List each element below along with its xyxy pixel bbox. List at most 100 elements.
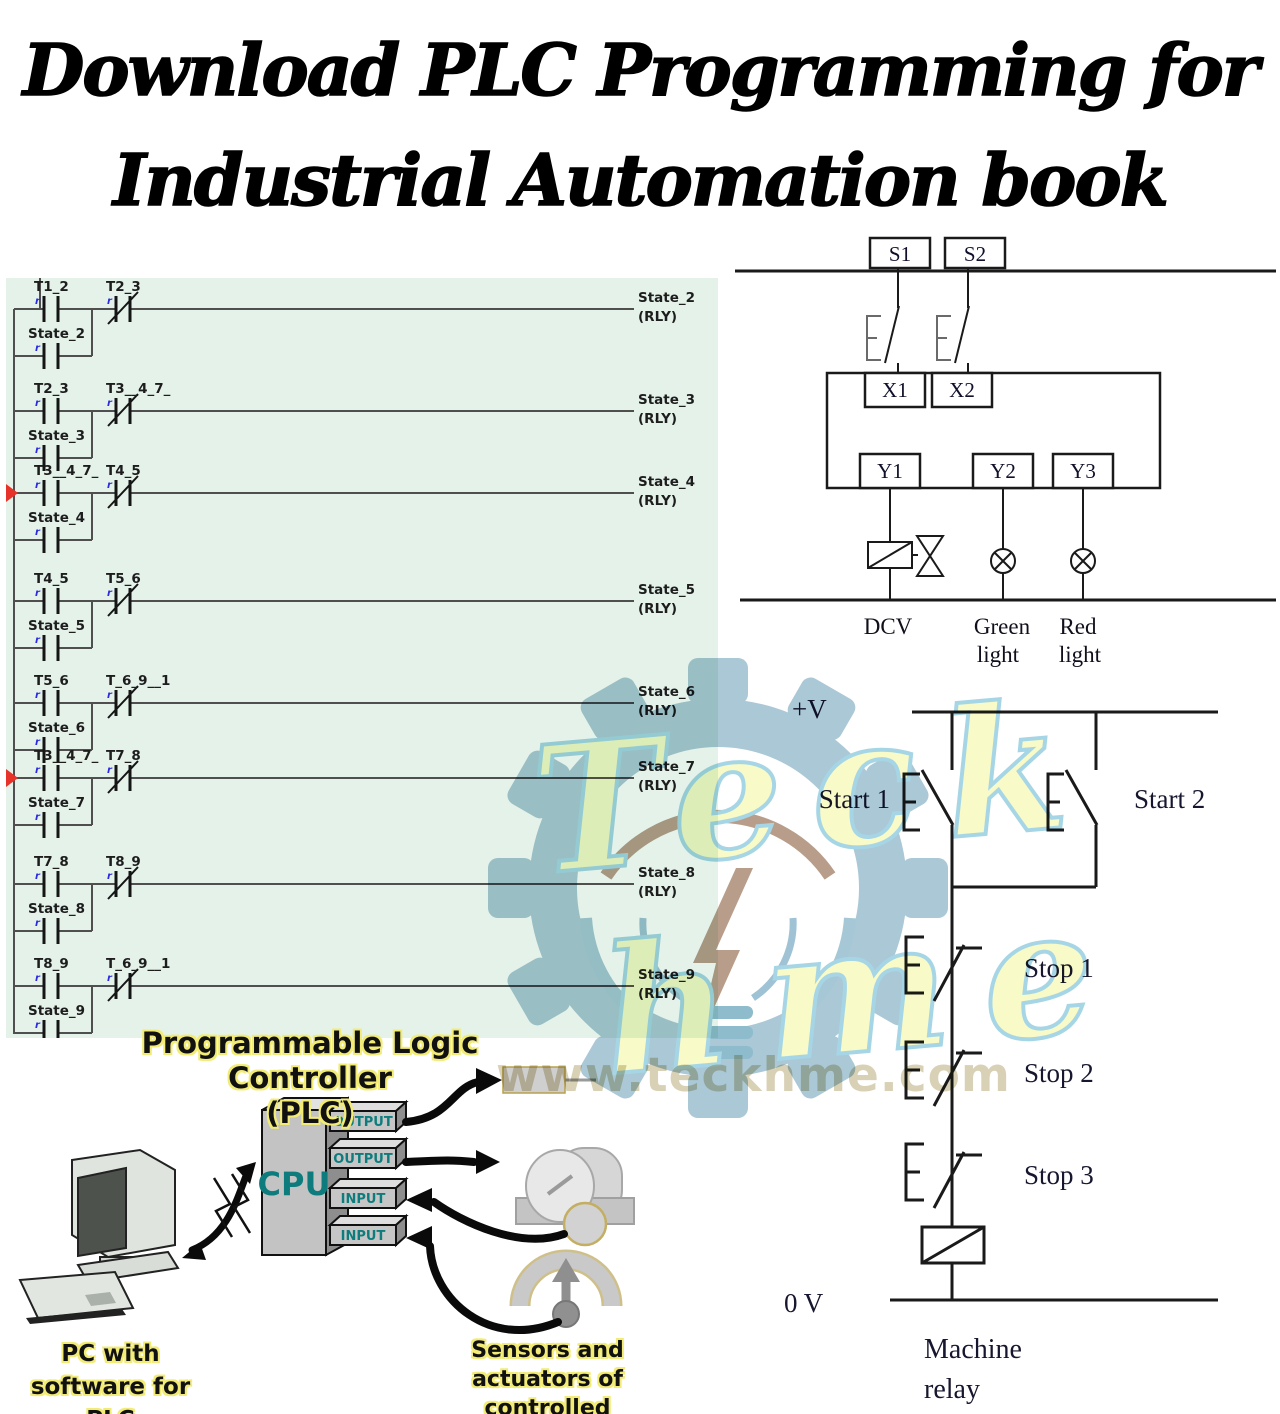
coil-output-label: State_8 — [638, 865, 695, 881]
branch-contact-label: State_4 — [28, 510, 85, 526]
green-lamp-symbol — [990, 548, 1016, 574]
svg-text:r: r — [107, 588, 113, 599]
contact-label: T7_8 — [106, 748, 141, 764]
stop1-label: Stop 1 — [1024, 953, 1094, 983]
contact-label: T8_9 — [34, 956, 69, 972]
svg-text:r: r — [35, 690, 41, 701]
svg-text:r: r — [35, 445, 41, 456]
svg-text:r: r — [35, 296, 41, 307]
svg-text:r: r — [107, 765, 113, 776]
dcv-label: DCV — [864, 614, 913, 639]
io-module-label: INPUT — [341, 1192, 386, 1207]
coil-output-label: State_9 — [638, 967, 695, 983]
io-arrows — [402, 1078, 568, 1335]
stop2-label: Stop 2 — [1024, 1058, 1094, 1088]
pc-caption-line1: PC with software for — [30, 1341, 191, 1400]
plus-v-label: +V — [792, 694, 827, 724]
start1-label: Start 1 — [819, 784, 890, 814]
branch-contact-label: State_7 — [28, 795, 85, 811]
keyboard — [18, 1270, 135, 1320]
svg-text:r: r — [35, 588, 41, 599]
switch-s2-label: S2 — [964, 242, 986, 266]
svg-text:r: r — [35, 527, 41, 538]
svg-text:r: r — [35, 480, 41, 491]
coil-output-label: State_6 — [638, 684, 695, 700]
green-light-label-1: Green — [974, 614, 1031, 639]
pc-caption: PC with software for PLC programming. — [8, 1338, 213, 1414]
red-light-label-1: Red — [1059, 614, 1097, 639]
svg-text:r: r — [35, 871, 41, 882]
svg-text:r: r — [35, 765, 41, 776]
io-module: INPUT — [327, 1176, 409, 1211]
rung-edit-marker — [6, 769, 18, 787]
svg-text:r: r — [35, 918, 41, 929]
contact-label: T5_6 — [106, 571, 141, 587]
branch-contact-label: State_3 — [28, 428, 85, 444]
monitor-screen — [77, 1166, 127, 1258]
cpu-label: CPU — [258, 1165, 331, 1203]
sensor-disc — [562, 1201, 608, 1247]
svg-text:r: r — [35, 398, 41, 409]
plc-title: Programmable Logic Controller (PLC) — [140, 1026, 480, 1131]
coil-output-label: State_7 — [638, 759, 695, 775]
gauge-sensor — [509, 1249, 623, 1328]
branch-contact-label: State_2 — [28, 326, 85, 342]
contact-label: T8_9 — [106, 854, 141, 870]
contact-label: T2_3 — [34, 381, 69, 397]
relay-wiring-diagram: S1 S2 X1 X2 Y1 Y2 Y3 DCV Green light Red… — [735, 236, 1276, 667]
machine-relay-label-1: Machine — [924, 1334, 1022, 1365]
svg-text:r: r — [35, 737, 41, 748]
svg-text:r: r — [107, 871, 113, 882]
watermark-url: www.teckhme.com — [496, 1048, 1011, 1103]
svg-text:r: r — [35, 343, 41, 354]
svg-text:r: r — [107, 690, 113, 701]
pc-cpu-arrow — [188, 1172, 250, 1254]
io-module-label: INPUT — [341, 1229, 386, 1244]
contact-label: T3__4_7_ — [34, 463, 99, 479]
coil-type-label: (RLY) — [638, 778, 677, 794]
pc-caption-line2: PLC programming. — [8, 1404, 213, 1414]
svg-text:r: r — [35, 812, 41, 823]
contact-label: T2_3 — [106, 279, 141, 295]
svg-text:r: r — [35, 1020, 41, 1031]
coil-type-label: (RLY) — [638, 986, 677, 1002]
io-module: INPUT — [327, 1213, 409, 1248]
coil-output-label: State_5 — [638, 582, 695, 598]
svg-text:r: r — [107, 398, 113, 409]
red-lamp-symbol — [1070, 548, 1096, 574]
coil-type-label: (RLY) — [638, 309, 677, 325]
contact-label: T_6_9__1 — [106, 956, 170, 972]
io-module: OUTPUT — [327, 1099, 409, 1134]
sensor-caption-line2: controlled automation — [484, 1396, 611, 1414]
coil-output-label: State_4 — [638, 474, 695, 490]
start2-label: Start 2 — [1134, 784, 1205, 814]
sensor-caption: Sensors and actuators of controlled auto… — [415, 1336, 680, 1414]
banner-title-line1: Download PLC Programming for — [22, 27, 1260, 113]
contact-label: T4_5 — [106, 463, 141, 479]
svg-text:r: r — [35, 635, 41, 646]
output-y3-label: Y3 — [1070, 459, 1096, 483]
branch-contact-label: State_8 — [28, 901, 85, 917]
sensor-caption-line1: Sensors and actuators of — [471, 1338, 624, 1392]
pc-illustration — [18, 1148, 180, 1324]
coil-type-label: (RLY) — [638, 884, 677, 900]
rung-edit-marker — [6, 484, 18, 502]
coil-output-label: State_2 — [638, 290, 695, 306]
branch-contact-label: State_6 — [28, 720, 85, 736]
svg-text:r: r — [107, 296, 113, 307]
coil-output-label: State_3 — [638, 392, 695, 408]
contact-label: T_6_9__1 — [106, 673, 170, 689]
coil-type-label: (RLY) — [638, 411, 677, 427]
coil-type-label: (RLY) — [638, 703, 677, 719]
output-y1-label: Y1 — [877, 459, 903, 483]
machine-relay-label-2: relay — [924, 1374, 980, 1405]
contact-label: T3__4_7_ — [34, 748, 99, 764]
solenoid-valve-symbol — [867, 535, 945, 577]
